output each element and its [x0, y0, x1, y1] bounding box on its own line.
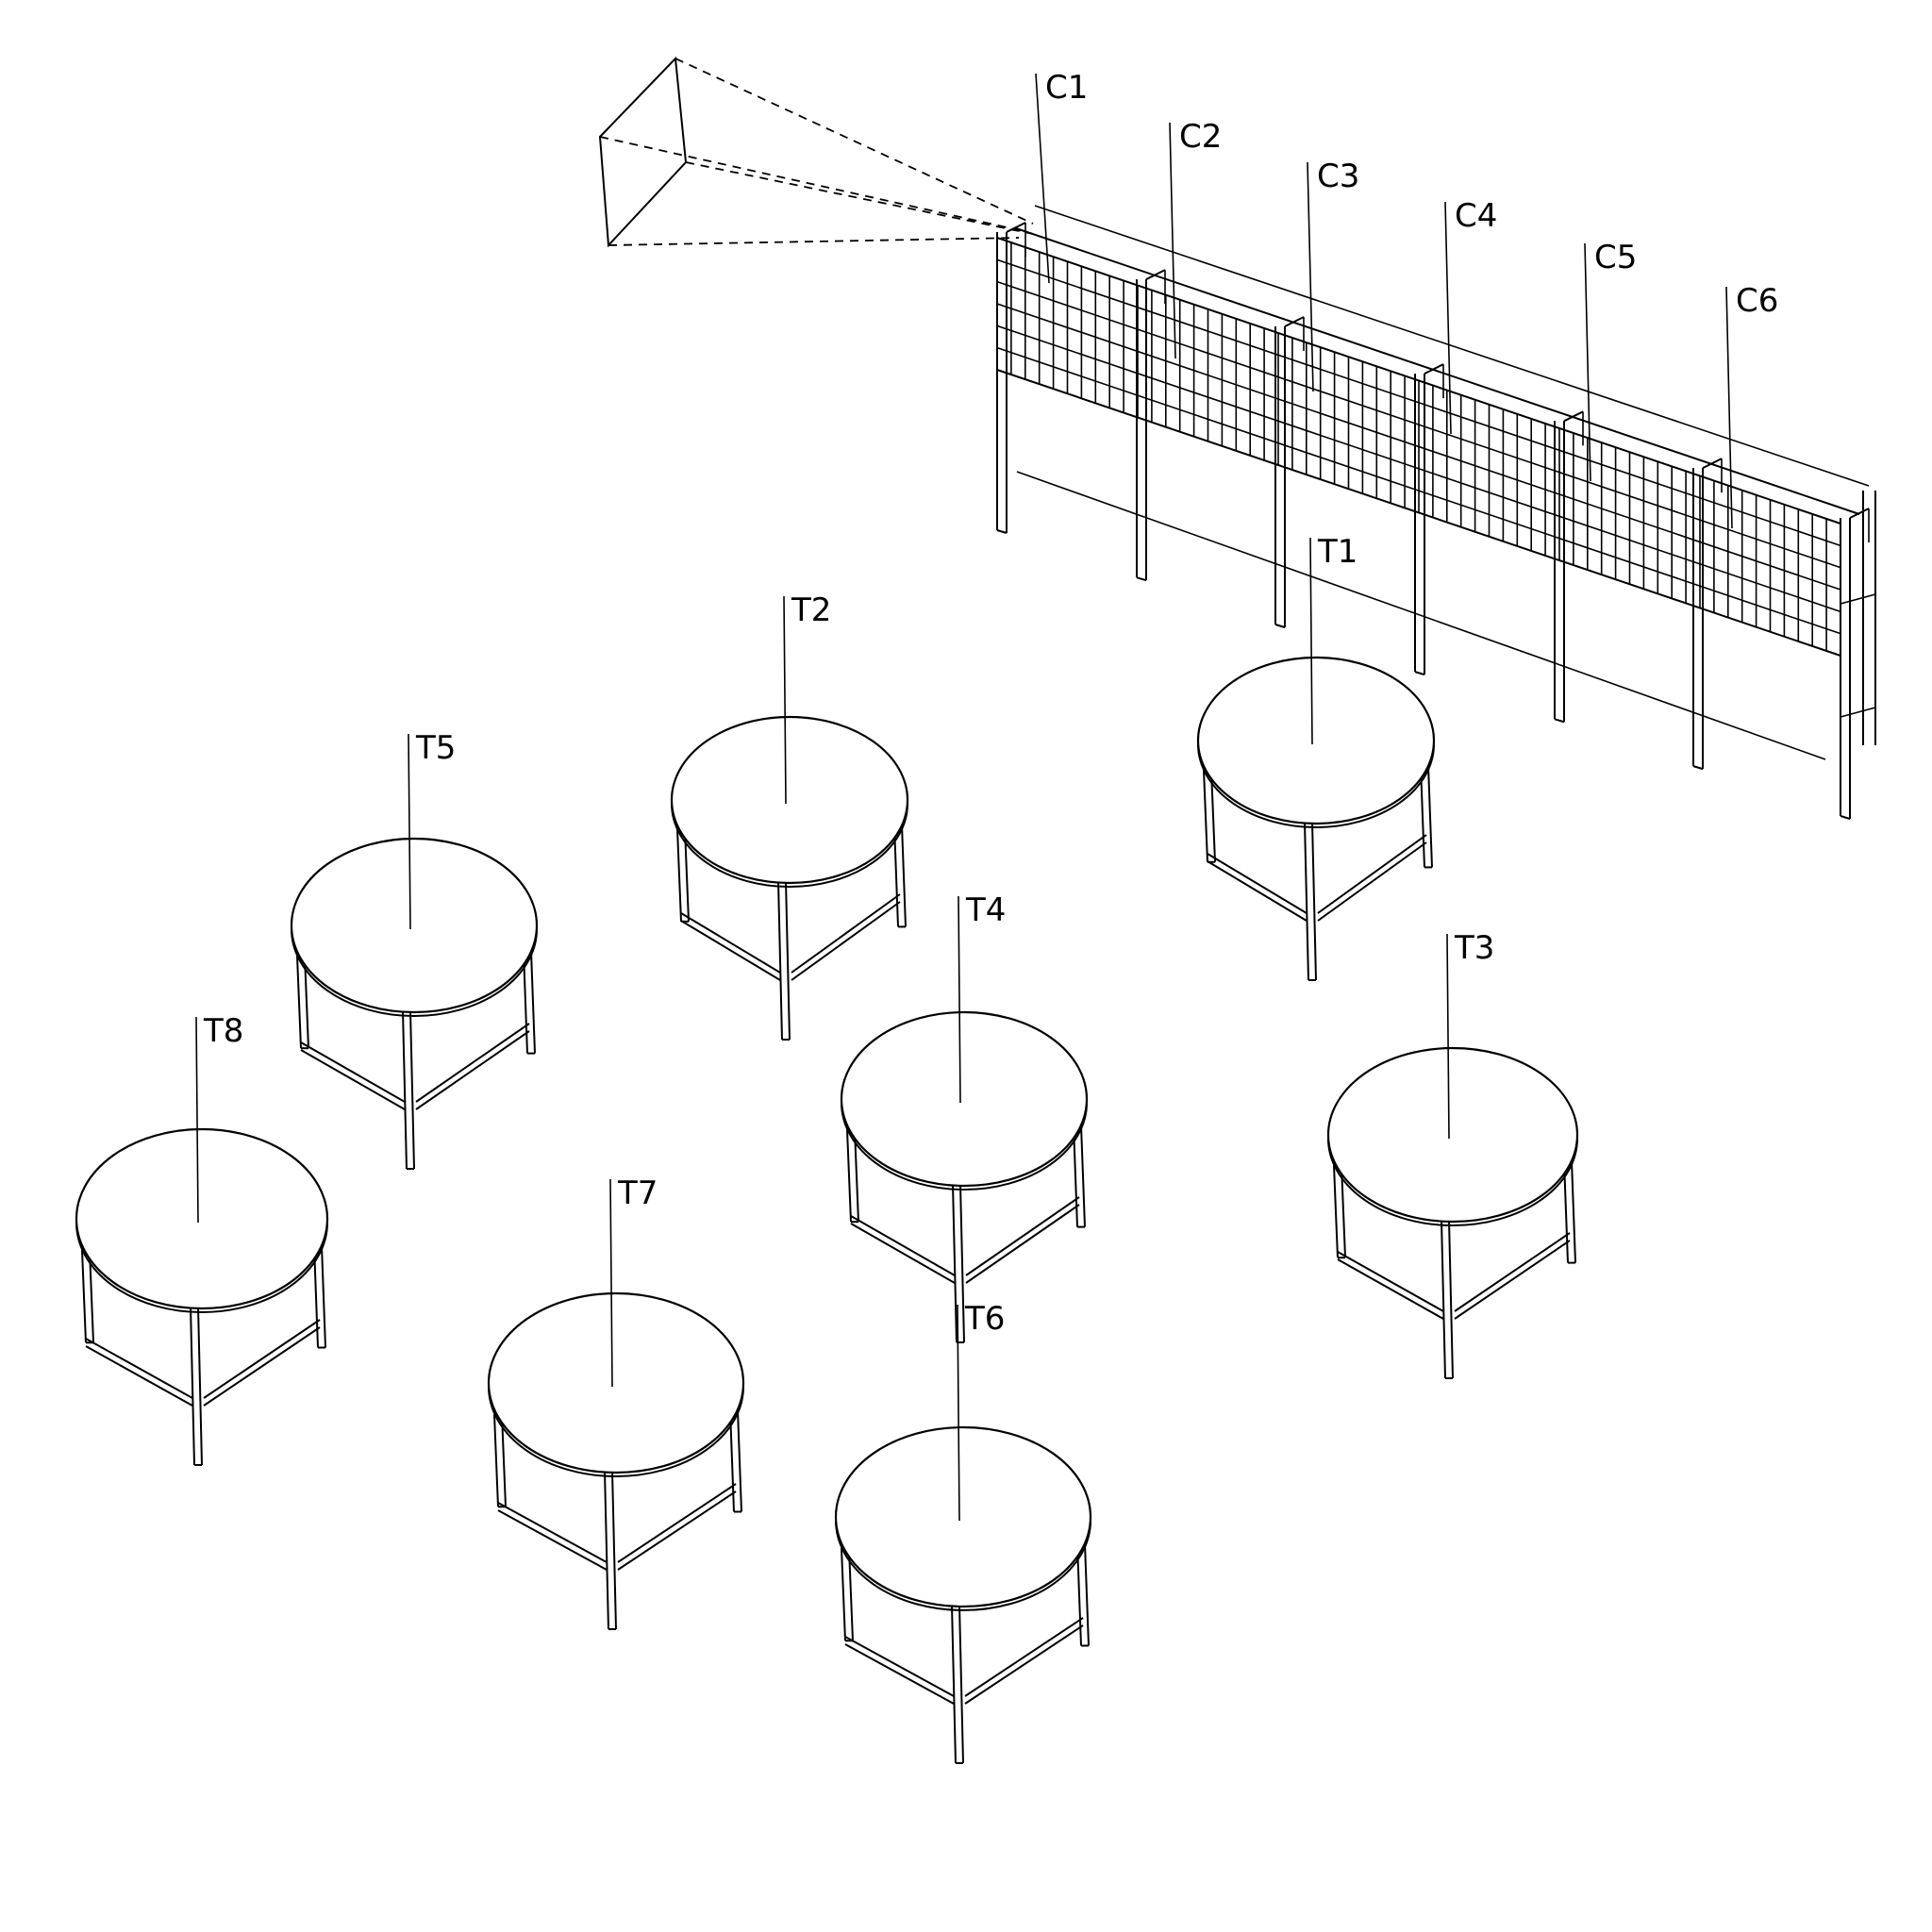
- table-label-t4: T4: [965, 891, 1006, 929]
- cabinet-label-c1: C1: [1045, 69, 1088, 107]
- table-top: [1326, 1046, 1579, 1224]
- table-label-t3: T3: [1454, 929, 1494, 967]
- table-label-t6: T6: [964, 1300, 1005, 1338]
- table-t6: T6: [834, 1300, 1092, 1764]
- cabinet-label-c2: C2: [1179, 118, 1222, 156]
- table-top: [670, 715, 909, 885]
- cabinet-label-c5: C5: [1594, 239, 1637, 276]
- table-top: [290, 837, 539, 1014]
- table-top: [487, 1291, 745, 1474]
- table-t2: T2: [670, 591, 909, 1041]
- table-label-t5: T5: [415, 729, 456, 767]
- table-label-t7: T7: [617, 1174, 658, 1212]
- table-top: [1196, 656, 1436, 825]
- camera-frustum-icon: [598, 56, 1034, 248]
- shelving-unit: [996, 205, 1876, 820]
- table-t8: T8: [75, 1012, 329, 1466]
- table-t1: T1: [1196, 533, 1436, 981]
- cabinet-label-c6: C6: [1736, 282, 1778, 320]
- cabinet-label-c3: C3: [1317, 158, 1359, 195]
- table-label-t1: T1: [1317, 533, 1357, 571]
- table-top: [834, 1425, 1092, 1608]
- table-t3: T3: [1326, 929, 1579, 1379]
- table-top: [75, 1127, 329, 1310]
- table-label-t2: T2: [791, 591, 831, 629]
- table-label-t8: T8: [203, 1012, 243, 1050]
- table-t7: T7: [487, 1174, 745, 1630]
- table-top: [840, 1010, 1089, 1188]
- table-t4: T4: [840, 891, 1089, 1343]
- cabinet-label-c4: C4: [1455, 197, 1497, 235]
- table-t5: T5: [290, 729, 539, 1170]
